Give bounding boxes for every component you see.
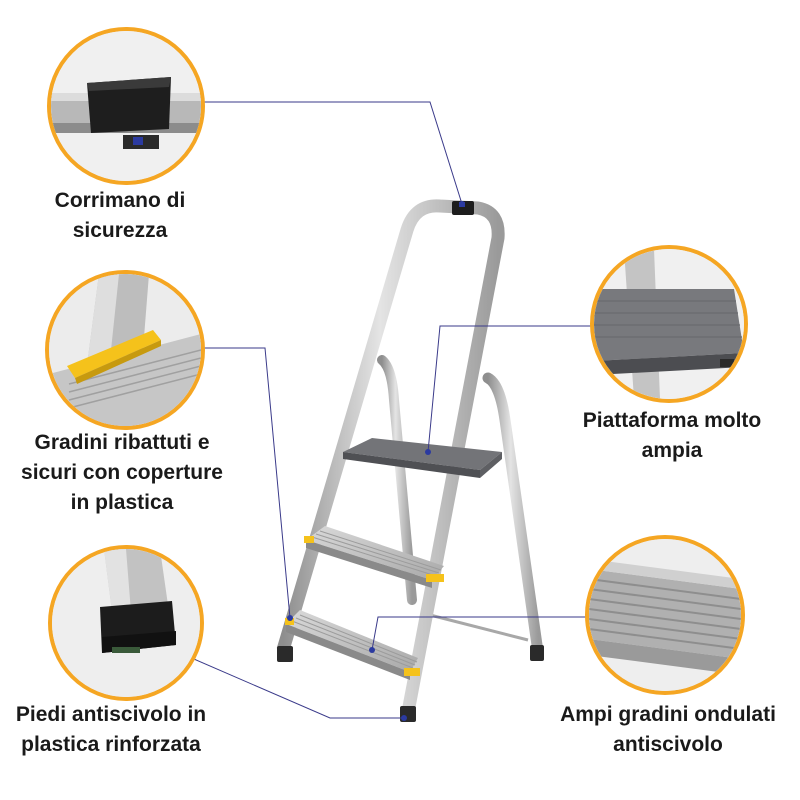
label-folded-steps-line-1: Gradini ribattuti e — [34, 431, 210, 454]
label-handrail-line-1: Corrimano di — [54, 189, 186, 212]
bottom-step — [285, 610, 420, 680]
callout-feet — [48, 545, 204, 701]
label-folded-steps-line-2: sicuri con coperture — [21, 461, 223, 484]
rear-legs — [377, 355, 544, 661]
label-handrail-line-2: sicurezza — [72, 219, 168, 242]
front-frame — [276, 199, 505, 722]
label-steps-line-1: Ampi gradini ondulati — [560, 703, 776, 726]
ribbed-step-closeup-icon — [589, 539, 741, 691]
handrail-grip — [452, 201, 474, 215]
middle-step — [304, 526, 444, 588]
label-steps-line-2: antiscivolo — [613, 733, 723, 756]
non-slip-foot-closeup-icon — [52, 549, 200, 697]
rear-foot — [530, 645, 544, 661]
platform-closeup-icon — [594, 249, 744, 399]
leader-line-handrail — [204, 101, 463, 205]
front-foot-left — [277, 646, 293, 662]
label-platform-line-2: ampia — [641, 439, 703, 462]
label-platform-line-1: Piattaforma molto — [582, 409, 762, 432]
label-folded-steps: Gradini ribattuti e sicuri con coperture… — [0, 428, 244, 518]
callout-handrail — [47, 27, 205, 185]
label-feet: Piedi antiscivolo in plastica rinforzata — [0, 700, 222, 760]
leader-line-steps — [371, 616, 587, 651]
label-feet-line-2: plastica rinforzata — [21, 733, 201, 756]
label-feet-line-1: Piedi antiscivolo in — [15, 703, 207, 726]
label-handrail: Corrimano di sicurezza — [22, 186, 218, 246]
step-plastic-cover-closeup-icon — [49, 274, 201, 426]
callout-platform — [590, 245, 748, 403]
leader-line-platform — [427, 325, 595, 453]
leader-line-feet — [149, 639, 404, 719]
label-platform: Piattaforma molto ampia — [556, 406, 788, 466]
label-steps: Ampi gradini ondulati antiscivolo — [536, 700, 800, 760]
label-folded-steps-line-3: in plastica — [70, 491, 174, 514]
callout-folded-steps — [45, 270, 205, 430]
callout-steps — [585, 535, 745, 695]
handrail-closeup-icon — [51, 31, 201, 181]
platform — [343, 438, 502, 478]
